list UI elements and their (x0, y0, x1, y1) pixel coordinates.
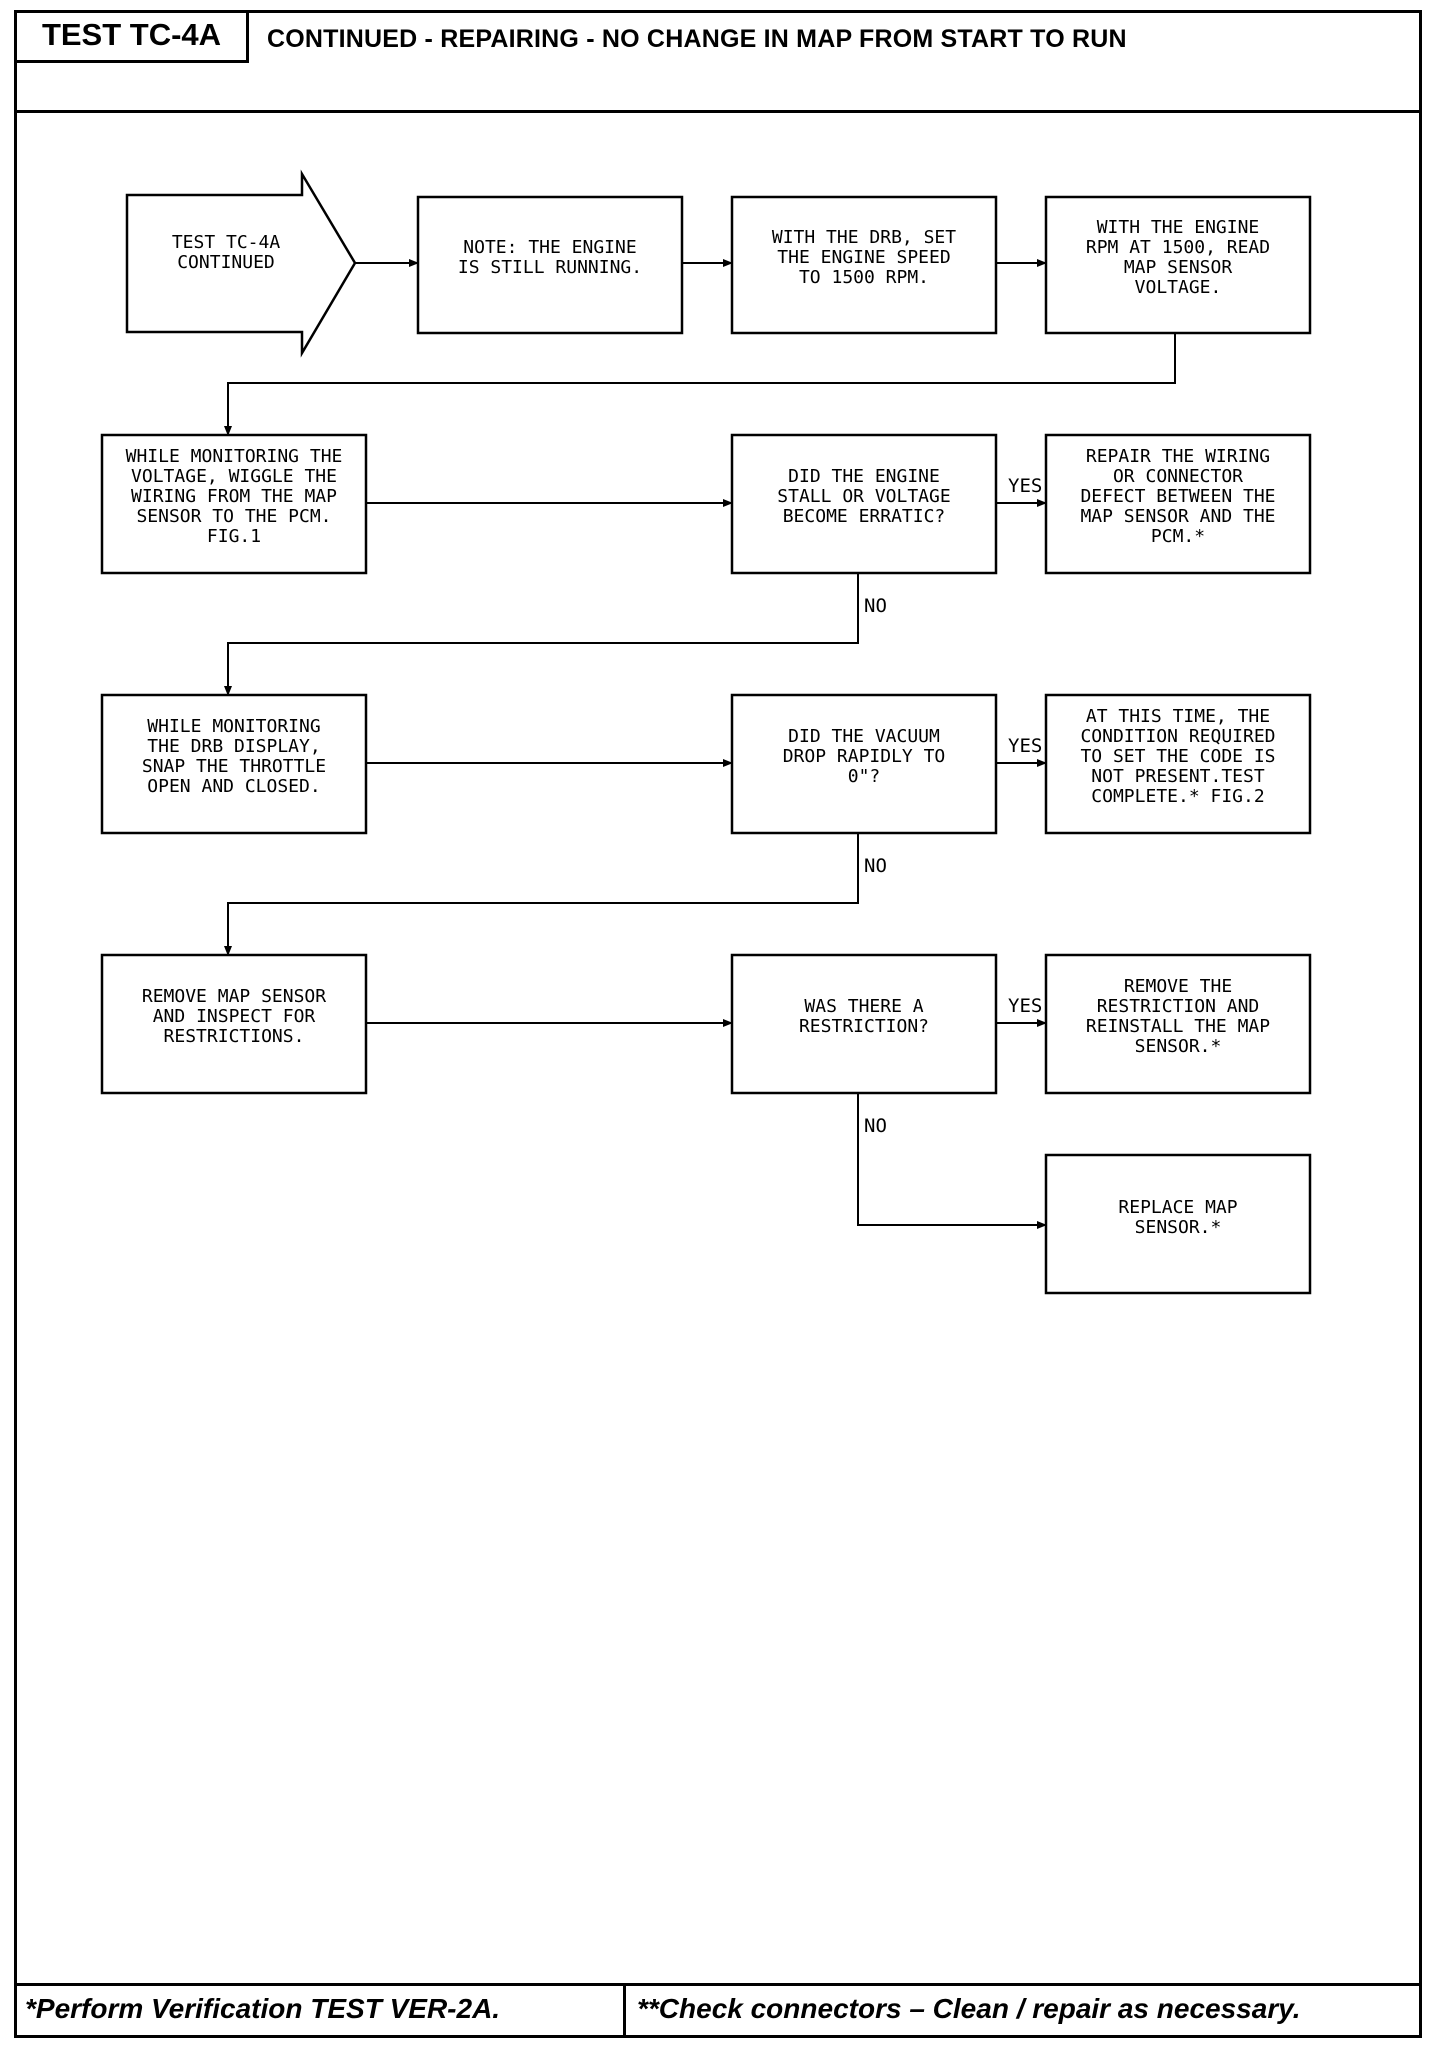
arrow-q-restriction-no (857, 1093, 1047, 1229)
label-yes-restriction: YES (1008, 995, 1042, 1017)
arrow-q-stall-no (224, 573, 859, 696)
box-read-map (1044, 195, 1312, 335)
arrow-read-map-to-wiggle (224, 333, 1176, 436)
box-replace-map (1044, 1153, 1312, 1295)
page-frame: TEST TC-4A CONTINUED - REPAIRING - NO CH… (14, 10, 1422, 2038)
header: TEST TC-4A CONTINUED - REPAIRING - NO CH… (17, 13, 1419, 113)
box-remove-restriction (1044, 953, 1312, 1095)
footer-verification-note: *Perform Verification TEST VER-2A. (17, 1986, 626, 2035)
box-q-stall (730, 433, 998, 575)
label-yes-stall: YES (1008, 475, 1042, 497)
label-no-restriction: NO (864, 1115, 887, 1137)
page-title: CONTINUED - REPAIRING - NO CHANGE IN MAP… (267, 25, 1127, 53)
footer: *Perform Verification TEST VER-2A. **Che… (17, 1983, 1419, 2035)
arrow-q-vacuum-no (224, 833, 859, 956)
box-not-present (1044, 693, 1312, 835)
box-q-vacuum (730, 693, 998, 835)
box-snap (100, 693, 368, 835)
box-repair-wiring (1044, 433, 1312, 575)
box-q-restriction (730, 953, 998, 1095)
box-set-speed (730, 195, 998, 335)
label-no-vacuum: NO (864, 855, 887, 877)
label-no-stall: NO (864, 595, 887, 617)
footer-connector-note: **Check connectors – Clean / repair as n… (637, 1993, 1301, 2024)
test-id-label: TEST TC-4A (17, 13, 249, 63)
box-wiggle (100, 433, 368, 575)
box-remove-map (100, 953, 368, 1095)
box-note (416, 195, 684, 335)
label-yes-vacuum: YES (1008, 735, 1042, 757)
start-arrow-shape (125, 169, 357, 358)
